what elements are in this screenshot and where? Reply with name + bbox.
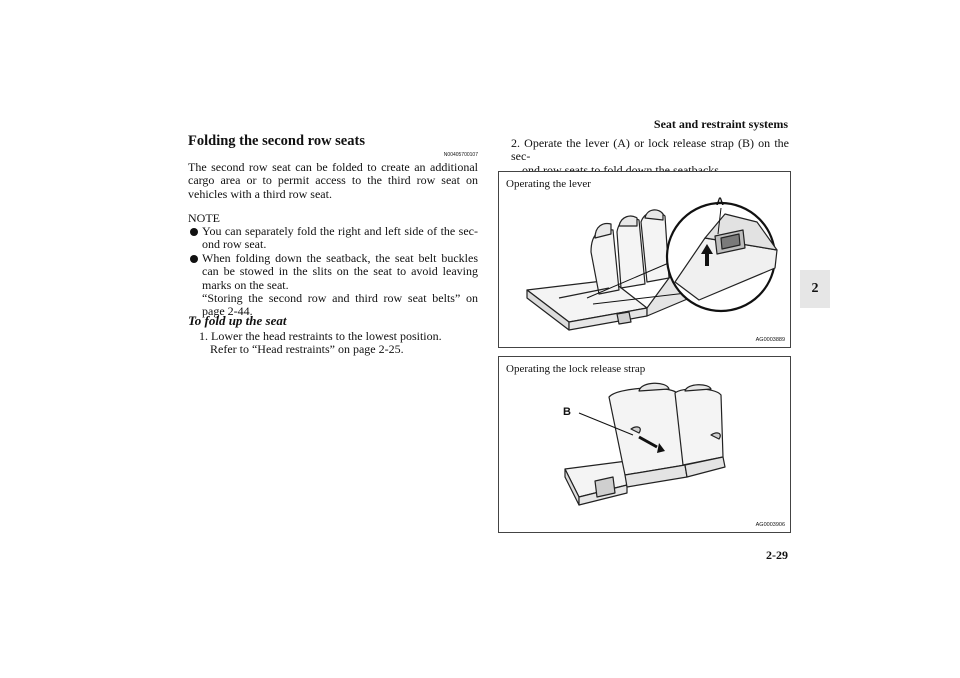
bullet-icon xyxy=(190,228,198,236)
page-number: 2-29 xyxy=(766,548,788,562)
note-item: You can separately fold the right and le… xyxy=(190,224,478,252)
intro-paragraph: The second row seat can be folded to cre… xyxy=(188,160,478,201)
chapter-tab: 2 xyxy=(800,270,830,308)
note-reference: “Storing the second row and third row se… xyxy=(202,291,478,319)
callout-b-label: B xyxy=(563,406,571,418)
heading-code: N00405700107 xyxy=(443,152,478,158)
note-label: NOTE xyxy=(188,211,220,225)
note-item: When folding down the seatback, the seat… xyxy=(190,250,478,319)
seat-lever-illustration: A xyxy=(526,196,778,331)
figure-2-code: AG0003906 xyxy=(755,522,785,528)
bullet-icon xyxy=(190,254,198,263)
note-list: You can separately fold the right and le… xyxy=(190,224,478,319)
figure-2-caption: Operating the lock release strap xyxy=(506,363,646,375)
step-1-reference: Refer to “Head restraints” on page 2-25. xyxy=(210,342,404,357)
step-2-line-1: 2. Operate the lever (A) or lock release… xyxy=(511,136,789,164)
note-item-text: You can separately fold the right and le… xyxy=(202,224,478,252)
figure-1-code: AG0003889 xyxy=(755,337,785,343)
note-item-text: When folding down the seatback, the seat… xyxy=(202,250,478,292)
chapter-tab-label: 2 xyxy=(811,281,819,296)
step-1: 1. Lower the head restraints to the lowe… xyxy=(199,329,477,357)
figure-1-caption: Operating the lever xyxy=(506,178,591,190)
seat-strap-illustration: B xyxy=(563,382,726,506)
figure-operating-lever: A Operating the lever AG0003889 xyxy=(498,171,791,348)
figure-lock-release-strap: B Operating the lock release strap AG000… xyxy=(498,356,791,533)
section-heading: Folding the second row seats xyxy=(188,133,365,149)
section-title: Seat and restraint systems xyxy=(653,117,788,131)
callout-a-label: A xyxy=(716,196,724,208)
step-1-text: 1. Lower the head restraints to the lowe… xyxy=(199,329,442,343)
subheading: To fold up the seat xyxy=(188,313,287,328)
